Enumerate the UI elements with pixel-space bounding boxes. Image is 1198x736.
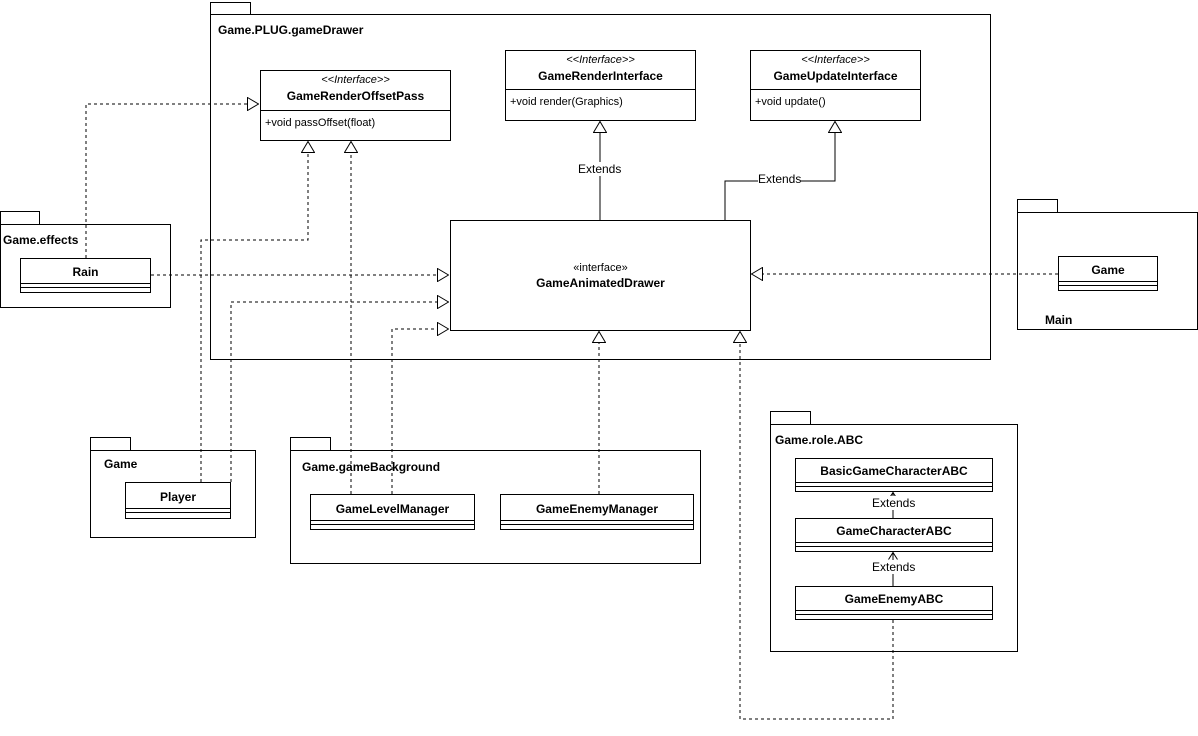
package-gamedrawer[interactable]: Game.PLUG.gameDrawer [210,14,991,360]
interface-stereotype: «interface» [573,262,628,274]
package-effects[interactable]: Game.effects [0,224,171,308]
package-role-abc[interactable]: Game.role.ABC [770,424,1018,652]
interface-name: GameAnimatedDrawer [536,276,665,290]
class-attributes-divider [796,610,992,611]
extends-label-character: Extends [872,560,916,574]
class-name: Game [1091,263,1125,277]
class-name: BasicGameCharacterABC [820,464,968,478]
interface-stereotype: <<Interface>> [321,74,390,86]
package-background[interactable]: Game.gameBackground [290,450,701,564]
class-methods-divider [126,512,230,513]
package-tab-gamedrawer [210,2,251,15]
interface-divider [261,110,450,111]
enemy-abc-to-animated-drawer-realization [740,331,894,720]
class-basic-game-character-abc[interactable]: BasicGameCharacterABC [795,458,993,492]
package-tab-background [290,437,331,451]
class-attributes-divider [21,283,150,284]
interface-divider [751,89,920,90]
class-methods-divider [796,614,992,615]
class-methods-divider [501,524,693,525]
package-tab-role-abc [770,411,811,425]
class-attributes-divider [501,520,693,521]
class-game-enemy-abc[interactable]: GameEnemyABC [795,586,993,620]
interface-game-animated-drawer[interactable]: «interface» GameAnimatedDrawer [450,220,751,331]
package-tab-main [1017,199,1058,213]
class-player[interactable]: Player [125,482,231,519]
package-name-main: Main [1045,313,1073,327]
interface-stereotype: <<Interface>> [801,54,870,66]
class-name: Rain [72,265,99,279]
interface-name: GameRenderInterface [538,69,663,83]
class-name: GameCharacterABC [836,524,952,538]
player-to-offset-pass-realization [200,141,308,482]
class-attributes-divider [796,482,992,483]
class-attributes-divider [796,542,992,543]
class-attributes-divider [311,520,474,521]
package-name-game: Game [104,457,138,471]
extends-label-update: Extends [758,172,802,186]
interface-game-render-offset-pass[interactable]: <<Interface>> GameRenderOffsetPass +void… [260,70,451,141]
class-game-enemy-manager[interactable]: GameEnemyManager [500,494,694,530]
package-tab-game [90,437,131,451]
package-name-gamedrawer: Game.PLUG.gameDrawer [218,23,364,37]
class-methods-divider [1059,285,1157,286]
class-attributes-divider [126,508,230,509]
class-methods-divider [796,546,992,547]
class-game-character-abc[interactable]: GameCharacterABC [795,518,993,552]
package-name-role-abc: Game.role.ABC [775,433,864,447]
class-methods-divider [796,486,992,487]
package-game[interactable]: Game [90,450,256,538]
class-game-level-manager[interactable]: GameLevelManager [310,494,475,530]
extends-label-render: Extends [578,162,622,176]
class-methods-divider [311,524,474,525]
class-rain[interactable]: Rain [20,258,151,293]
class-game-main[interactable]: Game [1058,256,1158,291]
class-methods-divider [21,287,150,288]
package-name-effects: Game.effects [3,233,79,247]
interface-stereotype: <<Interface>> [566,54,635,66]
level-manager-to-animated-drawer-realization [391,329,449,494]
class-name: GameEnemyManager [535,502,659,516]
package-tab-effects [0,211,40,225]
class-attributes-divider [1059,281,1157,282]
player-to-animated-drawer-realization [230,302,449,482]
interface-game-update-interface[interactable]: <<Interface>> GameUpdateInterface +void … [750,50,921,121]
interface-divider [506,89,695,90]
interface-method: +void render(Graphics) [510,96,623,108]
interface-name: GameUpdateInterface [773,69,898,83]
package-name-background: Game.gameBackground [302,460,441,474]
class-name: GameEnemyABC [844,592,944,606]
interface-name: GameRenderOffsetPass [286,89,425,103]
interface-method: +void passOffset(float) [265,117,376,129]
class-name: Player [159,490,197,504]
interface-game-render-interface[interactable]: <<Interface>> GameRenderInterface +void … [505,50,696,121]
interface-method: +void update() [755,96,826,108]
class-name: GameLevelManager [335,502,450,516]
extends-label-basic: Extends [872,496,916,510]
